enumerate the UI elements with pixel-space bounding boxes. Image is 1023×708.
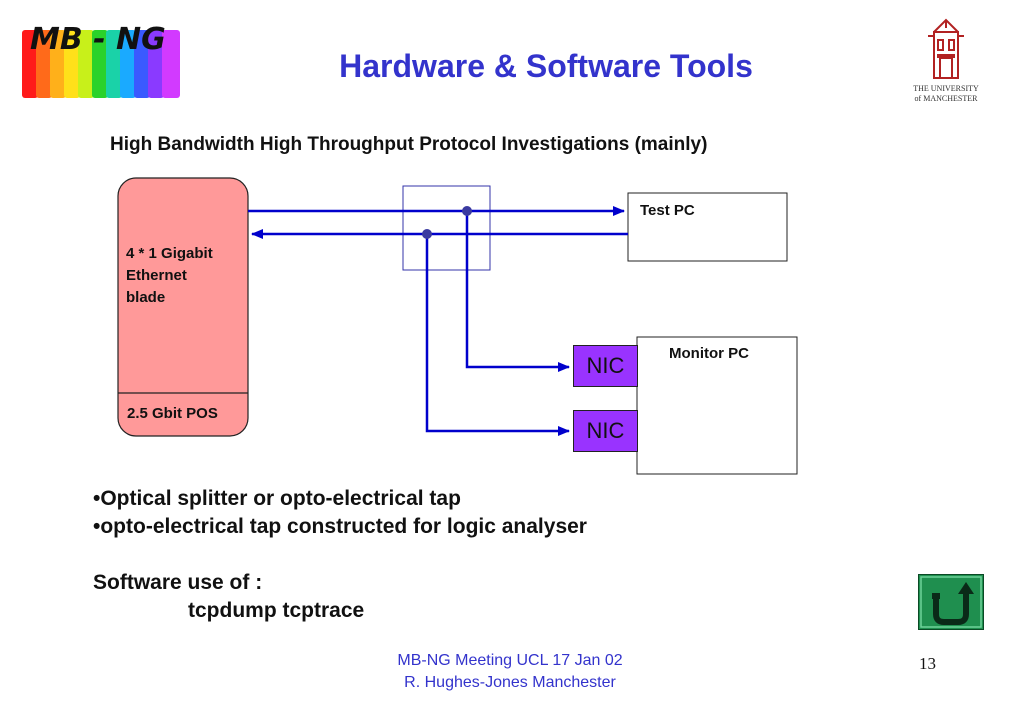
monitor-pc-box <box>636 336 798 475</box>
test-pc-label: Test PC <box>640 202 695 219</box>
slide-subtitle: High Bandwidth High Throughput Protocol … <box>110 134 708 155</box>
nic-2-box: NIC <box>573 410 638 452</box>
university-crest-icon <box>928 18 964 79</box>
test-pc-box <box>627 192 788 262</box>
link-tap-to-nic-2 <box>425 234 570 436</box>
u-turn-back-icon[interactable] <box>918 574 984 630</box>
page-number: 13 <box>919 654 936 673</box>
university-name-line-2: of MANCHESTER <box>914 94 978 103</box>
blade-label: 4 * 1 Gigabit Ethernet blade <box>126 245 213 306</box>
footer-line-2: R. Hughes-Jones Manchester <box>404 674 616 691</box>
bullet-item: •opto-electrical tap constructed for log… <box>93 515 587 538</box>
monitor-pc-label: Monitor PC <box>669 345 749 362</box>
tap-point-2 <box>422 229 432 239</box>
optical-tap-box <box>402 185 491 271</box>
tap-point-1 <box>462 206 472 216</box>
bullet-item: •Optical splitter or opto-electrical tap <box>93 487 461 510</box>
software-tools: tcpdump tcptrace <box>188 599 365 622</box>
university-name-line-1: THE UNIVERSITY <box>913 84 979 93</box>
mb-ng-logo <box>22 30 180 98</box>
page-title: Hardware & Software Tools <box>339 48 753 84</box>
pos-label: 2.5 Gbit POS <box>127 405 218 422</box>
software-heading: Software use of : <box>93 571 263 594</box>
gigabit-blade-box <box>117 177 249 437</box>
nic-1-box: NIC <box>573 345 638 387</box>
footer-line-1: MB-NG Meeting UCL 17 Jan 02 <box>397 652 623 669</box>
link-tap-to-nic-1 <box>465 211 570 372</box>
logo-text: MB - NG <box>30 22 166 57</box>
